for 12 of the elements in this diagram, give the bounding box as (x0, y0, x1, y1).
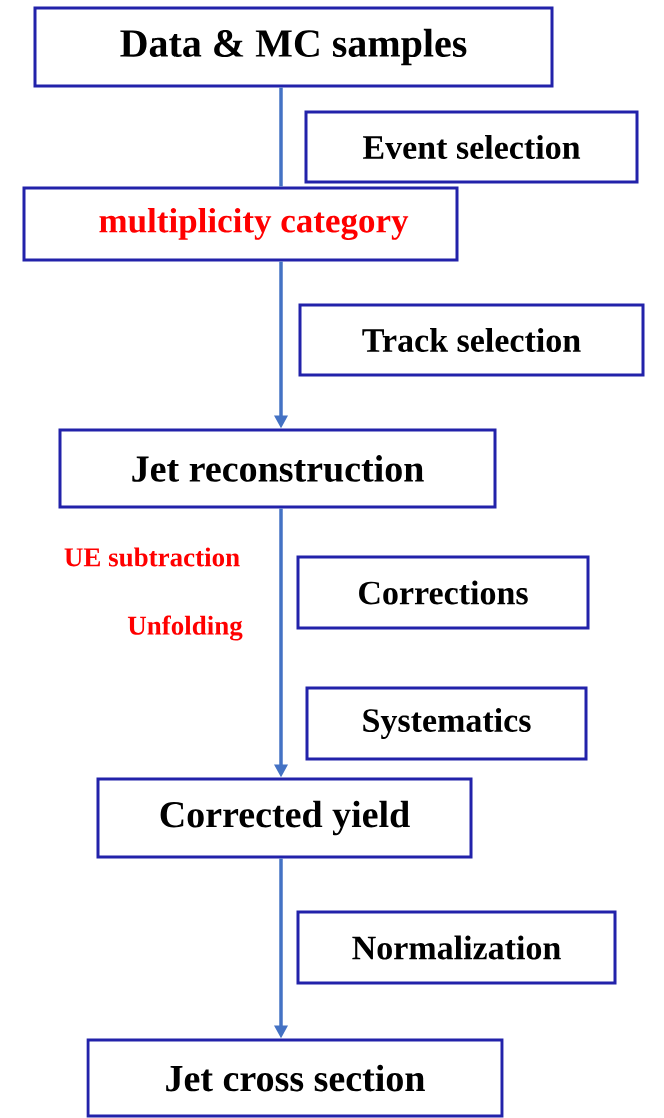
process-box: Corrected yield (96, 777, 473, 859)
step-label: Unfolding (127, 615, 243, 641)
process-box: Normalization (296, 910, 617, 985)
process-box: Event selection (304, 110, 639, 184)
process-box: Systematics (305, 686, 588, 761)
process-box: Jet reconstruction (58, 428, 497, 509)
process-box: Jet cross section (86, 1038, 504, 1118)
process-box: Corrections (296, 555, 590, 630)
process-box: Data & MC samples (33, 6, 554, 88)
process-box: Track selection (298, 303, 645, 377)
step-label: UE subtraction (64, 547, 240, 567)
process-box: multiplicity category (22, 186, 459, 262)
